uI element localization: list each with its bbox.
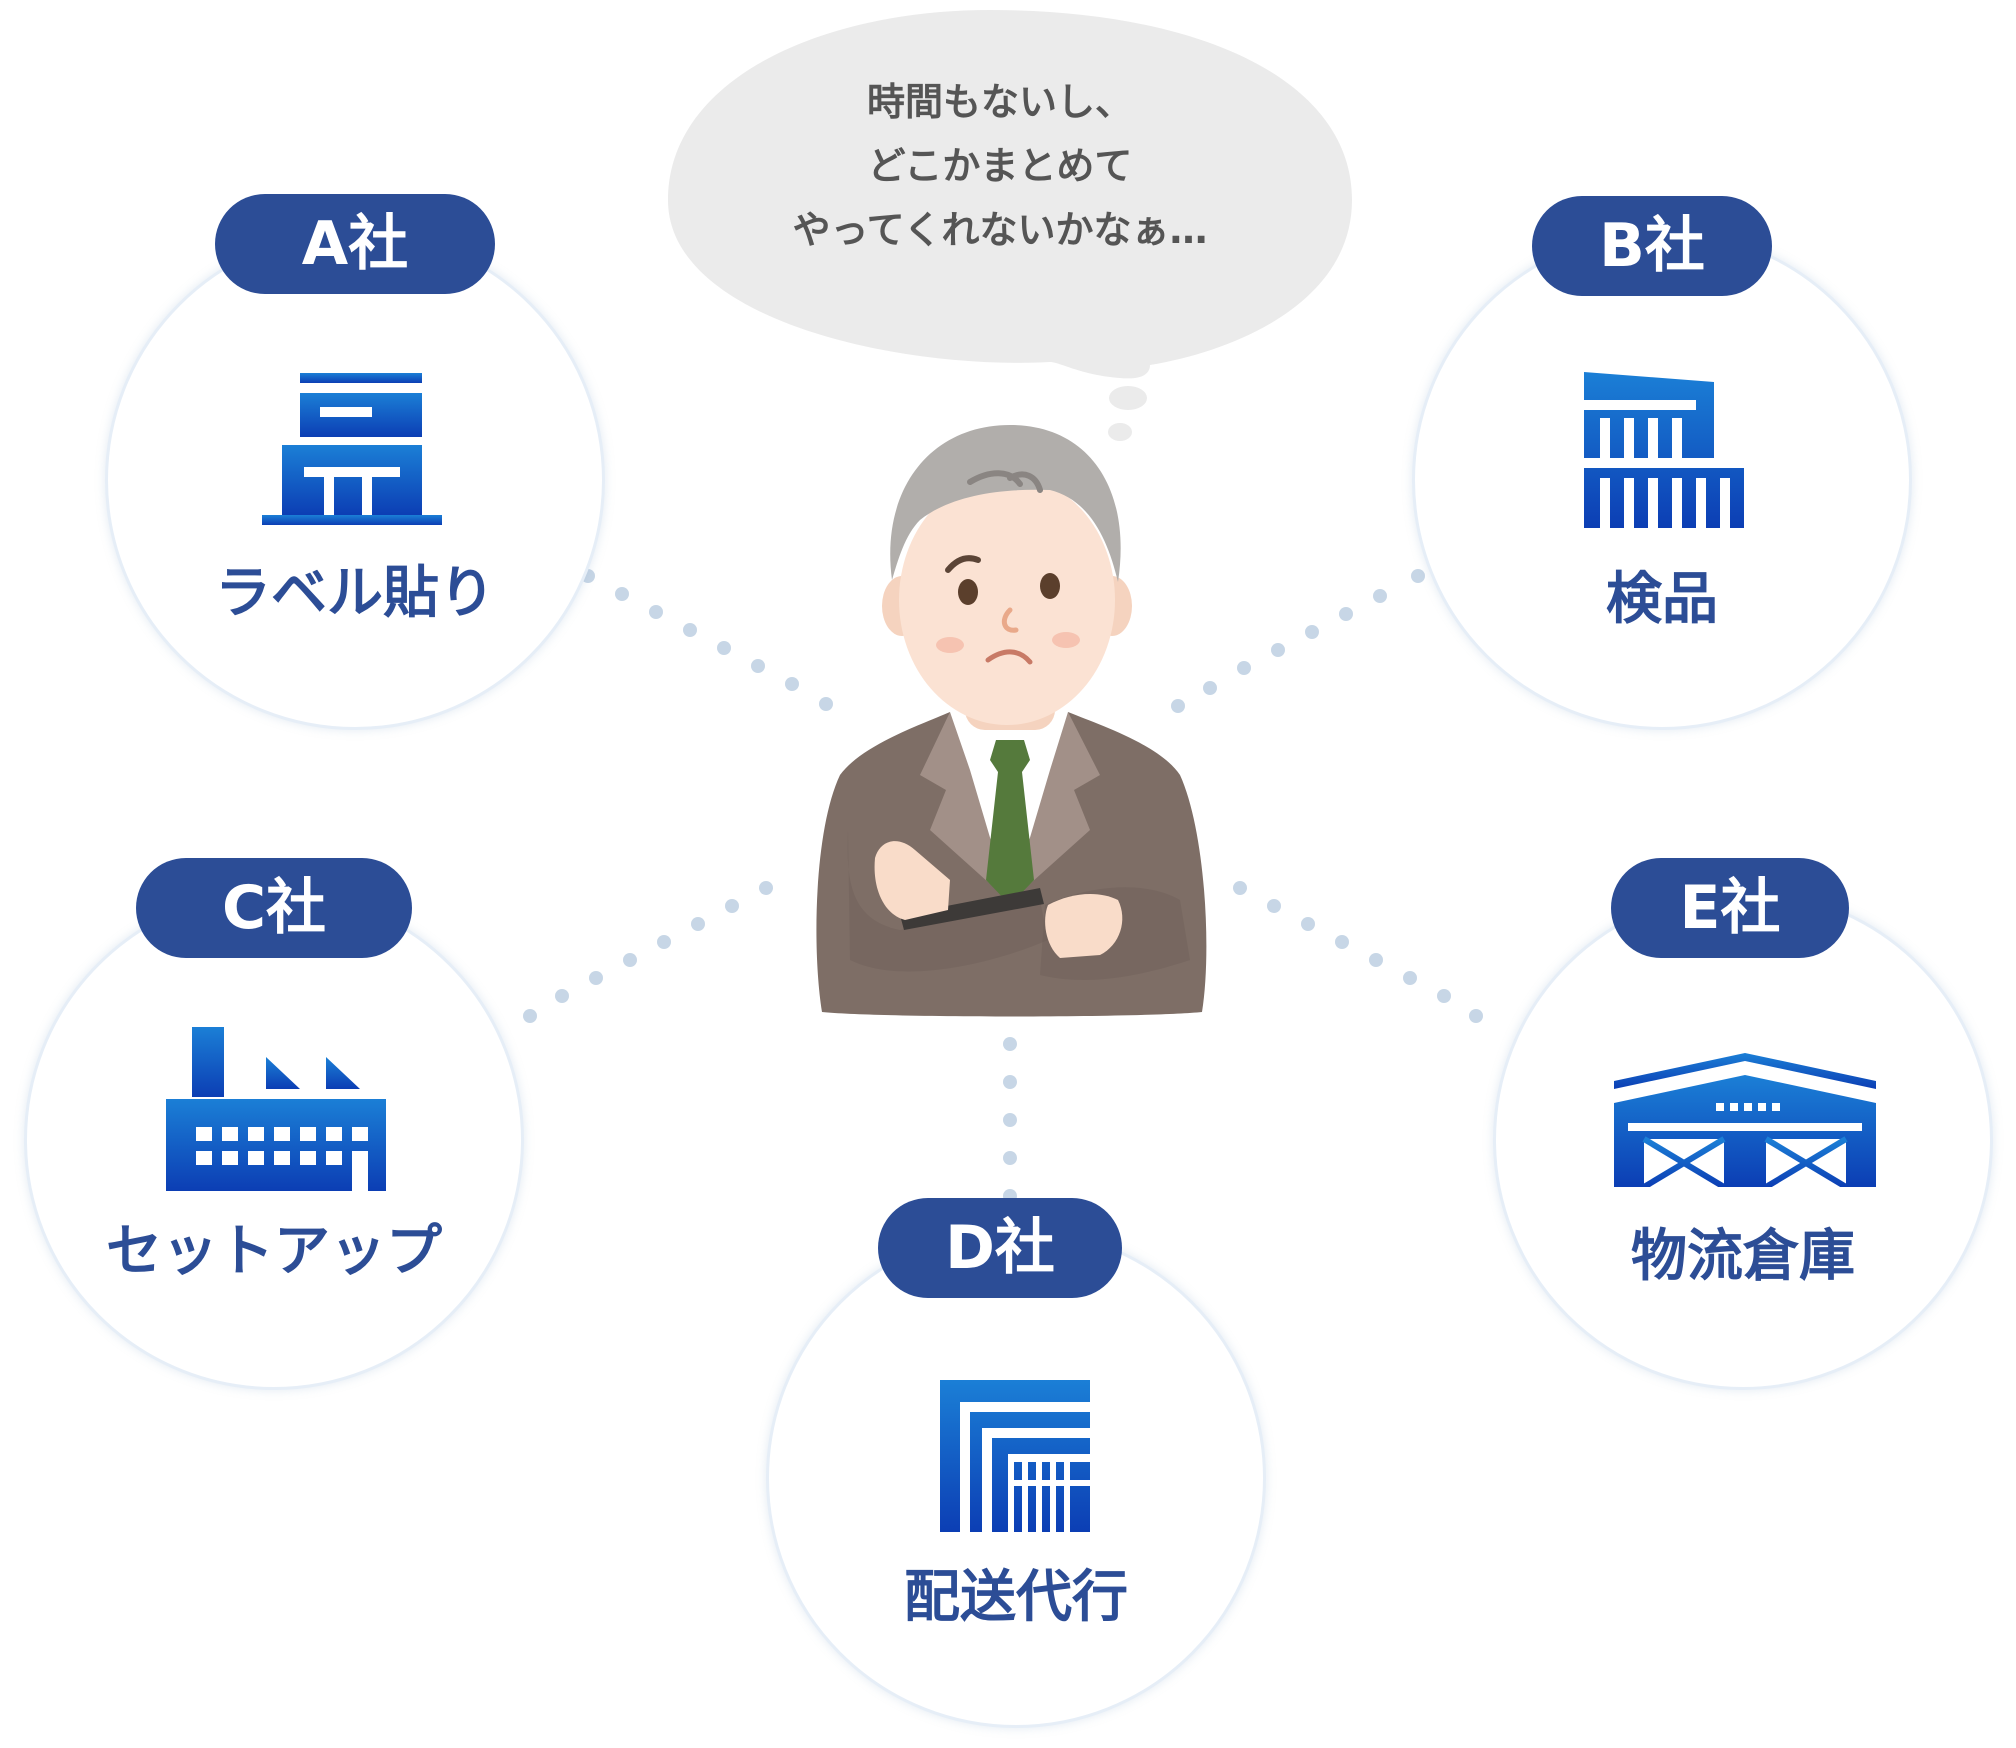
connector-dot [1301, 917, 1315, 931]
company-a-service: ラベル貼り [215, 561, 495, 626]
thought-bubble-body [668, 10, 1352, 379]
connector-dot [1003, 1075, 1017, 1089]
hair-strand [1007, 471, 1043, 493]
company-b-badge: B社 [1532, 196, 1772, 296]
connector-dot [1003, 1113, 1017, 1127]
connector-dot [785, 677, 799, 691]
connector-dot [1233, 881, 1247, 895]
necktie [986, 740, 1034, 905]
company-d-service: 配送代行 [904, 1565, 1128, 1630]
connector-dot [819, 697, 833, 711]
connector-dot [691, 917, 705, 931]
connector-dot [1369, 953, 1383, 967]
connector-dot [1203, 681, 1217, 695]
connector-dot [615, 587, 629, 601]
eye-left [958, 579, 978, 605]
thought-line: やってくれないかなぁ… [792, 208, 1208, 252]
connector-dot [759, 881, 773, 895]
sleeve-cuff [900, 888, 1044, 930]
connector-dot [589, 971, 603, 985]
connector-dot [1411, 569, 1425, 583]
thought-bubble-dot [1109, 386, 1147, 410]
hand-left [874, 841, 950, 920]
connector-dot [1403, 971, 1417, 985]
delivery-office-icon [940, 1380, 1090, 1532]
thought-line: 時間もないし、 [866, 80, 1133, 124]
company-b-service: 検品 [1606, 567, 1718, 632]
hair-strand [967, 470, 1023, 487]
company-e-service: 物流倉庫 [1631, 1224, 1855, 1289]
face [899, 475, 1115, 725]
cheek-right [1052, 632, 1080, 648]
connector-dot [555, 989, 569, 1003]
warehouse-building-icon [1584, 372, 1744, 528]
arm-left [847, 830, 1048, 972]
connector-dot [1171, 699, 1185, 713]
nose [1001, 607, 1019, 633]
connector-dot [1469, 1009, 1483, 1023]
hand-right [1045, 893, 1123, 958]
connector-dot [1237, 661, 1251, 675]
connector-dot [649, 605, 663, 619]
office-building-icon [262, 373, 442, 525]
company-d-badge: D社 [878, 1198, 1122, 1298]
eyebrow-left [945, 555, 981, 573]
cheek-left [936, 637, 964, 653]
connector-dot [523, 1009, 537, 1023]
connector-dot [751, 659, 765, 673]
thought-bubble-dot [1108, 423, 1132, 441]
company-c-service: セットアップ [106, 1219, 442, 1284]
connector-dot [1271, 643, 1285, 657]
connector-dot [725, 899, 739, 913]
connector-dot [657, 935, 671, 949]
connector-dot [1305, 625, 1319, 639]
thought-text: 時間もないし、 どこかまとめて やってくれないかなぁ… [700, 70, 1300, 262]
connector-dot [1373, 589, 1387, 603]
connector-dot [717, 641, 731, 655]
logistics-warehouse-icon [1614, 1053, 1876, 1187]
connector-dot [623, 953, 637, 967]
company-a-badge: A社 [215, 194, 495, 294]
connector-dot [1003, 1037, 1017, 1051]
connector-dot [1335, 935, 1349, 949]
mouth [985, 649, 1033, 665]
connector-dot [683, 623, 697, 637]
connector-dot [1339, 607, 1353, 621]
company-e-badge: E社 [1611, 858, 1849, 958]
connector-dot [1437, 989, 1451, 1003]
factory-icon [166, 1027, 386, 1191]
hair [890, 425, 1121, 582]
company-c-badge: C社 [136, 858, 412, 958]
eye-right [1040, 573, 1060, 599]
connector-dot [1003, 1151, 1017, 1165]
thought-line: どこかまとめて [867, 144, 1133, 188]
connector-dot [1267, 899, 1281, 913]
